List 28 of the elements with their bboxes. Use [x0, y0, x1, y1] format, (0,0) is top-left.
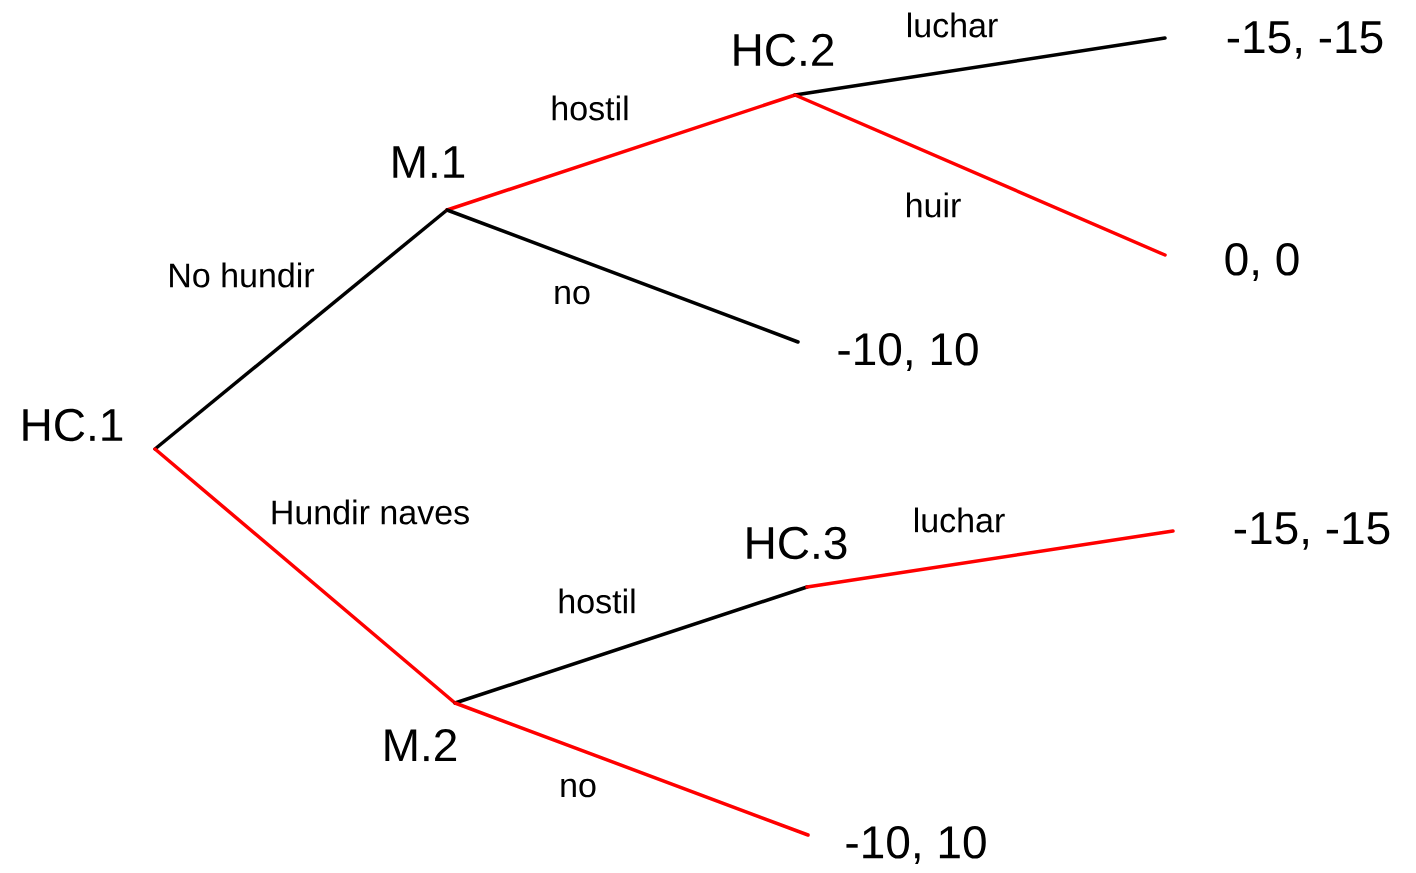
branch-line [805, 529, 1175, 589]
node-label: M.1 [393, 146, 465, 178]
edge-label: hostil [549, 94, 631, 122]
branch-line [445, 93, 797, 212]
node-label: HC.3 [747, 526, 847, 560]
edge-label: no [558, 777, 598, 799]
branch-line [153, 208, 449, 451]
edge-label: luchar [911, 506, 1007, 534]
branch-line [793, 93, 1167, 257]
edge-label: no [552, 284, 592, 306]
edge-label: hostil [556, 587, 638, 615]
node-label: HC.2 [734, 33, 834, 67]
branch-line [453, 585, 809, 705]
node-label: 0, 0 [1225, 243, 1299, 281]
edge-label: Hundir naves [268, 498, 472, 526]
node-label: M.2 [385, 728, 457, 762]
branch-line [793, 36, 1167, 97]
edge-label: huir [903, 191, 963, 219]
node-label: -10, 10 [846, 826, 986, 864]
node-label: -10, 10 [838, 333, 978, 371]
node-label: -15, -15 [1234, 512, 1390, 550]
edge-label: luchar [904, 11, 1000, 39]
branch-line [453, 701, 810, 837]
branch-line [153, 447, 457, 705]
node-label: -15, -15 [1227, 21, 1383, 59]
node-label: HC.1 [23, 408, 123, 442]
edge-label: No hundir [166, 261, 316, 289]
branch-line [445, 208, 800, 344]
